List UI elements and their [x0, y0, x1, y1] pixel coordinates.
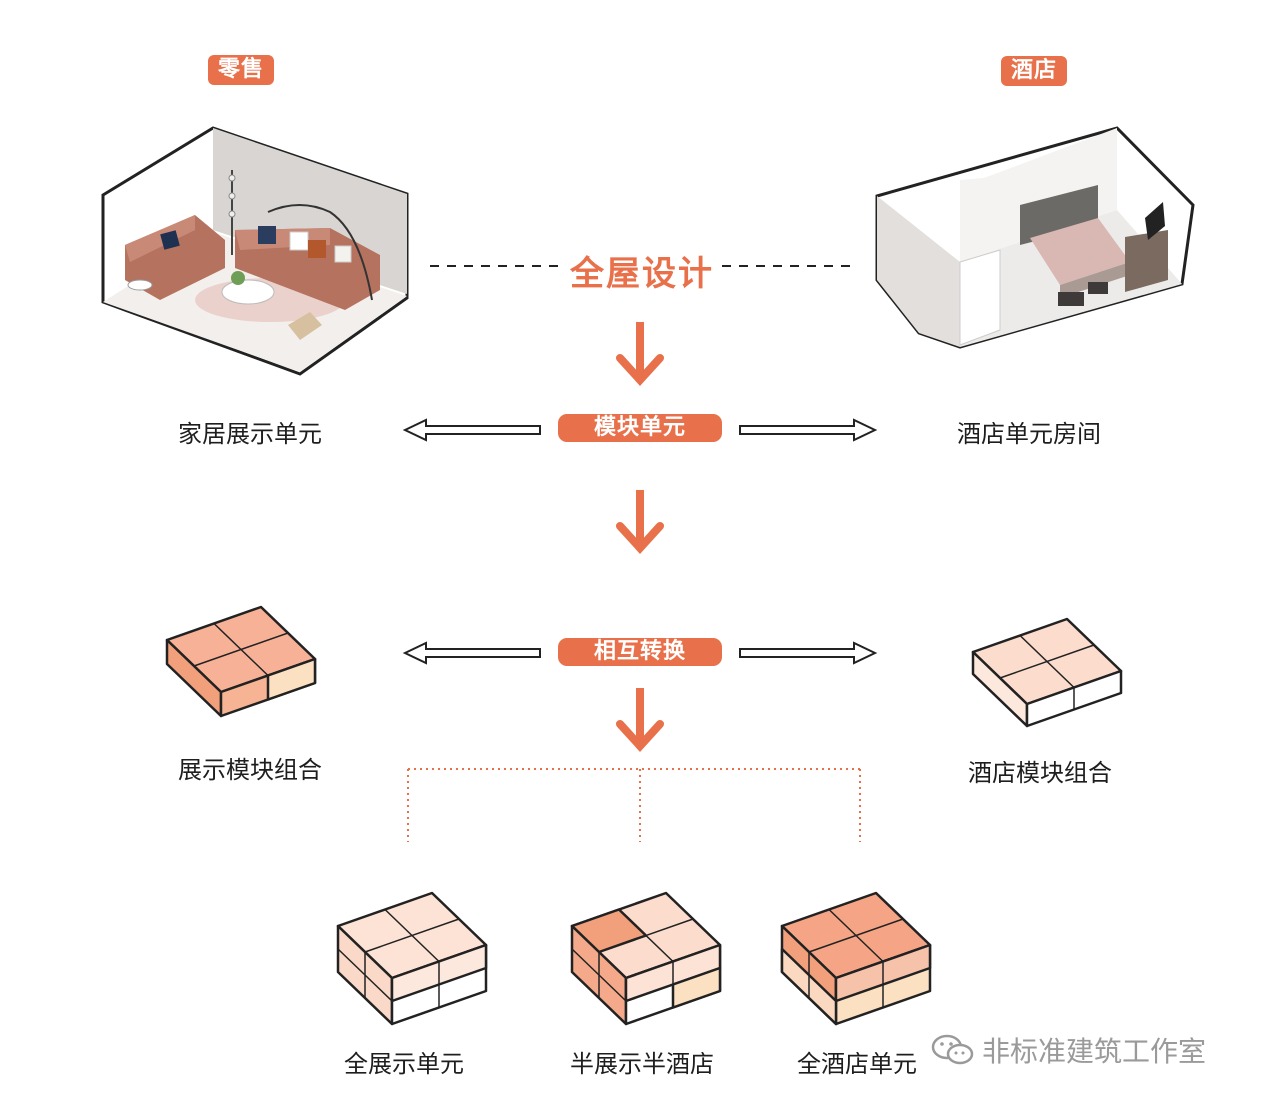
retail-tag: 零售: [208, 55, 274, 85]
half-display-half-hotel-block: [570, 891, 722, 1026]
watermark: 非标准建筑工作室: [930, 1030, 1206, 1070]
right-arrow-2-icon: [739, 641, 878, 665]
down-arrow-2-icon: [616, 490, 664, 554]
half-display-half-hotel-label: 半展示半酒店: [570, 1050, 714, 1078]
watermark-text: 非标准建筑工作室: [982, 1035, 1207, 1068]
home-display-unit-label: 家居展示单元: [178, 420, 322, 448]
display-module-block: [165, 605, 317, 718]
module-unit-tag: 模块单元: [558, 414, 722, 442]
full-hotel-unit-label: 全酒店单元: [797, 1050, 917, 1078]
hotel-tag: 酒店: [1001, 56, 1067, 86]
full-display-unit-label: 全展示单元: [344, 1050, 464, 1078]
full-hotel-block: [780, 891, 932, 1026]
retail-room-illustration: [101, 126, 409, 376]
full-display-block: [336, 891, 488, 1026]
right-arrow-1-icon: [739, 418, 878, 442]
hotel-module-block: [971, 617, 1123, 728]
down-arrow-3-icon: [616, 688, 664, 752]
display-module-combo-label: 展示模块组合: [178, 756, 322, 784]
hotel-module-combo-label: 酒店模块组合: [968, 759, 1112, 787]
left-arrow-1-icon: [402, 418, 541, 442]
wechat-icon: [931, 1034, 974, 1065]
hotel-room-illustration: [875, 126, 1195, 349]
whole-house-design-title: 全屋设计: [570, 254, 714, 294]
interconvert-tag: 相互转换: [558, 638, 722, 666]
branch-connector: [407, 768, 861, 842]
down-arrow-1-icon: [616, 322, 664, 386]
hotel-unit-room-label: 酒店单元房间: [957, 420, 1101, 448]
left-arrow-2-icon: [402, 641, 541, 665]
